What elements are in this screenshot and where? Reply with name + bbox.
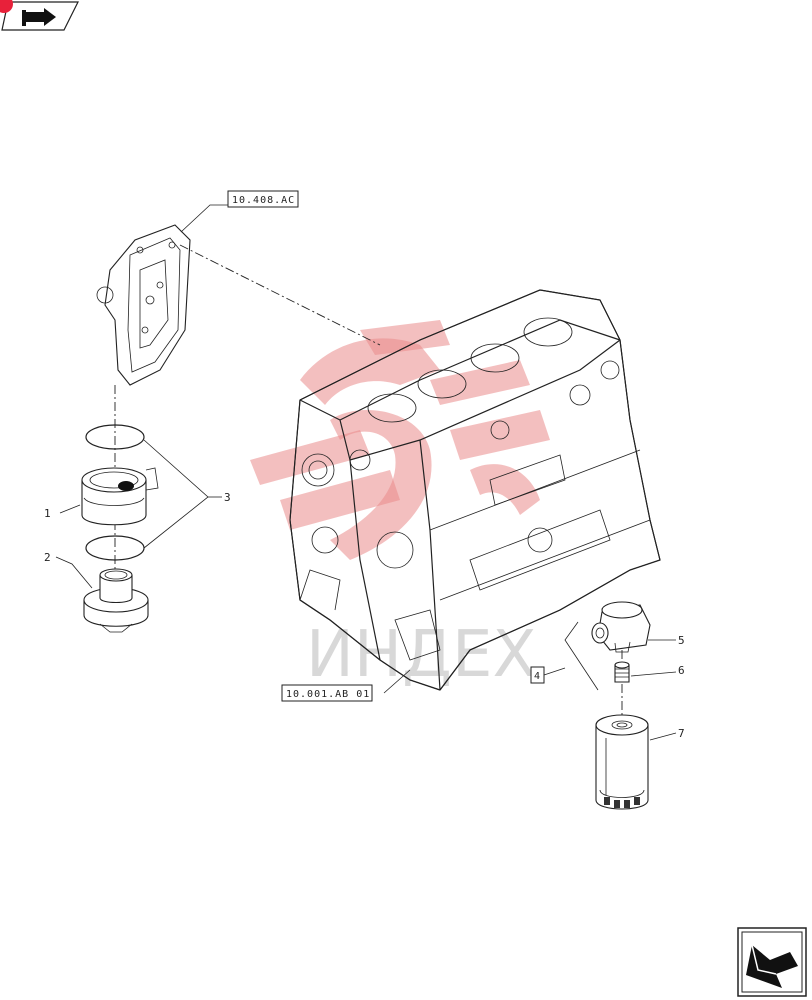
callout-5: 5 bbox=[678, 634, 685, 647]
callout-1: 1 bbox=[44, 507, 51, 520]
back-arrow-icon bbox=[22, 8, 56, 26]
red-corner-marker bbox=[0, 0, 13, 13]
thermostat bbox=[83, 568, 149, 633]
watermark-text: ИНДЕХ bbox=[306, 618, 536, 692]
o-ring-upper bbox=[85, 424, 145, 450]
leader-lines bbox=[55, 204, 677, 741]
oil-filter-cartridge bbox=[595, 714, 649, 810]
callout-3: 3 bbox=[224, 491, 231, 504]
filter-nipple bbox=[614, 661, 630, 683]
reference-link-block[interactable]: 10.001.AB 01 bbox=[281, 684, 373, 702]
oil-filter-head bbox=[591, 601, 651, 653]
oil-cooler-cover bbox=[96, 224, 191, 386]
engine-block bbox=[289, 289, 661, 691]
next-page-arrow-icon bbox=[746, 944, 798, 988]
callout-2: 2 bbox=[44, 551, 51, 564]
group-box-label: 4 bbox=[534, 671, 541, 682]
reference-link-top[interactable]: 10.408.AC bbox=[227, 190, 299, 208]
reference-top-label: 10.408.AC bbox=[232, 195, 295, 206]
callout-labels: 1 2 3 5 6 7 bbox=[44, 491, 685, 740]
thermostat-housing bbox=[81, 467, 159, 526]
next-page-button[interactable] bbox=[737, 927, 807, 997]
reference-block-label: 10.001.AB 01 bbox=[286, 689, 370, 700]
group-bracket: 4 bbox=[530, 621, 599, 691]
watermark: ИНДЕХ bbox=[250, 320, 550, 692]
back-navigation-button[interactable] bbox=[0, 0, 79, 31]
callout-6: 6 bbox=[678, 664, 685, 677]
callout-7: 7 bbox=[678, 727, 685, 740]
